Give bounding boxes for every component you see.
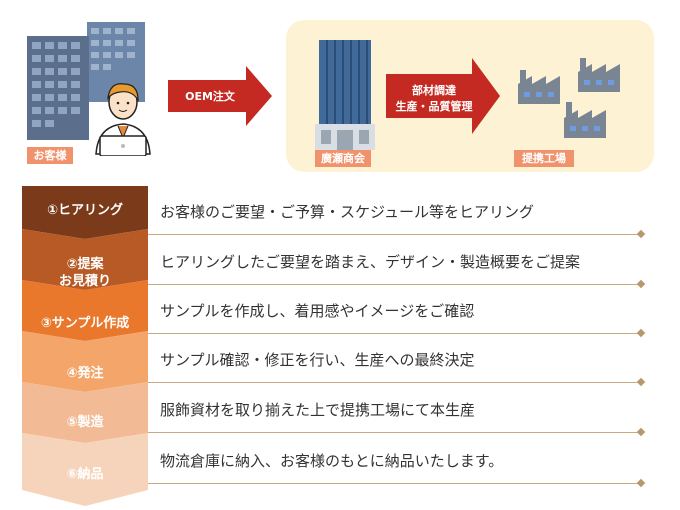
procurement-label-line1: 部材調達 [412,84,456,97]
step-6-line-end [636,478,646,488]
step-6-line [148,483,640,484]
step-3-line-end [636,328,646,338]
procurement-label-line2: 生産・品質管理 [395,100,473,113]
step-1-chevron [22,186,148,239]
step-3-label: ③サンプル作成 [40,316,130,331]
step-4-description: サンプル確認・修正を行い、生産への最終決定 [160,351,475,369]
step-1-description: お客様のご要望・ご予算・スケジュール等をヒアリング [160,203,534,221]
step-1-line-end [636,229,646,239]
step-3-line [148,333,640,334]
factory-icons [512,54,648,150]
step-5-description: 服飾資材を取り揃えた上で提携工場にて本生産 [160,401,476,419]
step-4-label: ④発注 [66,366,104,381]
step-5-line-end [636,427,646,437]
customer-tag: お客様 [27,147,73,164]
company-tag: 廣瀬商会 [315,150,371,167]
step-2-label-line1: ②提案 [66,257,104,272]
step-2-chevron [22,229,148,290]
customer-buildings-icon [25,20,155,150]
step-2-line-end [636,279,646,289]
step-2-label-line2: お見積り [58,274,111,289]
step-5-chevron [22,382,148,443]
step-chevrons [22,186,148,506]
step-5-line [148,432,640,433]
company-building-icon [315,40,375,150]
step-4-line-end [636,377,646,387]
step-1-line [148,234,640,235]
step-1-label: ①ヒアリング [46,203,123,218]
step-5-label: ⑤製造 [66,415,104,430]
step-2-description: ヒアリングしたご要望を踏まえ、デザイン・製造概要をご提案 [160,253,581,271]
step-3-description: サンプルを作成し、着用感やイメージをご確認 [160,302,475,320]
step-4-line [148,382,640,383]
oem-order-arrow: OEM注文 [168,66,272,126]
step-6-description: 物流倉庫に納入、お客様のもとに納品いたします。 [160,452,504,470]
factory-tag: 提携工場 [514,150,574,167]
oem-order-label: OEM注文 [185,90,235,103]
step-6-chevron [22,433,148,506]
person-with-laptop-icon [88,76,158,157]
step-2-line [148,284,640,285]
step-6-label: ⑥納品 [66,467,104,482]
step-4-chevron [22,331,148,392]
procurement-arrow: 部材調達 生産・品質管理 [386,58,500,134]
step-3-chevron [22,280,148,341]
